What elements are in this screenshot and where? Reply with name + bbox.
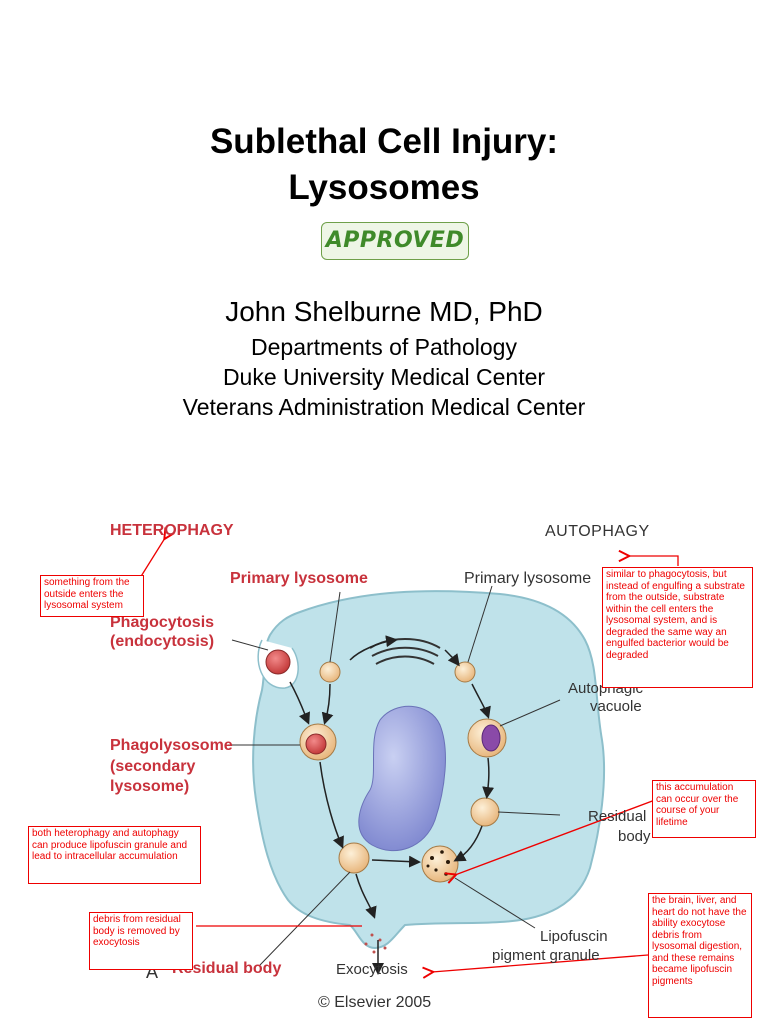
affiliation-1: Departments of Pathology (251, 334, 517, 360)
phagolysosome-label-2: (secondary (110, 758, 196, 775)
primary-lysosome-right-label: Primary lysosome (464, 570, 592, 587)
engulfed-bacterium (265, 649, 291, 675)
phagocytosis-label-1: Phagocytosis (110, 614, 215, 631)
residual-left-label: Residual body (172, 960, 282, 977)
lipofuscin-label-2: pigment granule (492, 947, 600, 964)
residual-right-label-1: Residual (588, 808, 647, 825)
residual-right-label-2: body (618, 828, 651, 845)
primary-lysosome-left-label: Primary lysosome (230, 570, 368, 587)
phagolysosome-label-3: lysosome) (110, 778, 190, 795)
autophagy-note: similar to phagocytosis, but instead of … (602, 567, 753, 688)
primary-lysosome-left (319, 661, 341, 683)
autophagic-label-2: vacuole (590, 698, 642, 715)
phagolysosome-label-1: Phagolysosome (110, 737, 233, 754)
organs-note: the brain, liver, and heart do not have … (648, 893, 752, 1018)
exocytosis-label: Exocytosis (336, 961, 408, 978)
slide-title-line-1: Sublethal Cell Injury: (209, 122, 559, 161)
residual-body-right (470, 797, 500, 827)
approved-stamp: APPROVED (321, 222, 469, 260)
author-name: John Shelburne MD, PhD (225, 296, 543, 327)
heterophagy-label: HETEROPHAGY (110, 522, 234, 539)
heterophagy-note: something from the outside enters the ly… (40, 575, 144, 617)
slide-title-line-2: Lysosomes (288, 168, 480, 207)
residual-body-left (338, 842, 370, 874)
copyright-label: © Elsevier 2005 (318, 994, 432, 1011)
nucleus (358, 705, 446, 852)
autophagy-label: AUTOPHAGY (545, 523, 650, 540)
affiliation-2: Duke University Medical Center (222, 364, 546, 390)
affiliation-3: Veterans Administration Medical Center (182, 394, 586, 420)
both-note: both heterophagy and autophagy can produ… (28, 826, 201, 884)
debris-note: debris from residual body is removed by … (89, 912, 193, 970)
phagocytosis-label-2: (endocytosis) (110, 633, 215, 650)
accumulation-note: this accumulation can occur over the cou… (652, 780, 756, 838)
primary-lysosome-right (454, 661, 476, 683)
lipofuscin-granule (421, 845, 459, 883)
lipofuscin-label-1: Lipofuscin (540, 928, 608, 945)
